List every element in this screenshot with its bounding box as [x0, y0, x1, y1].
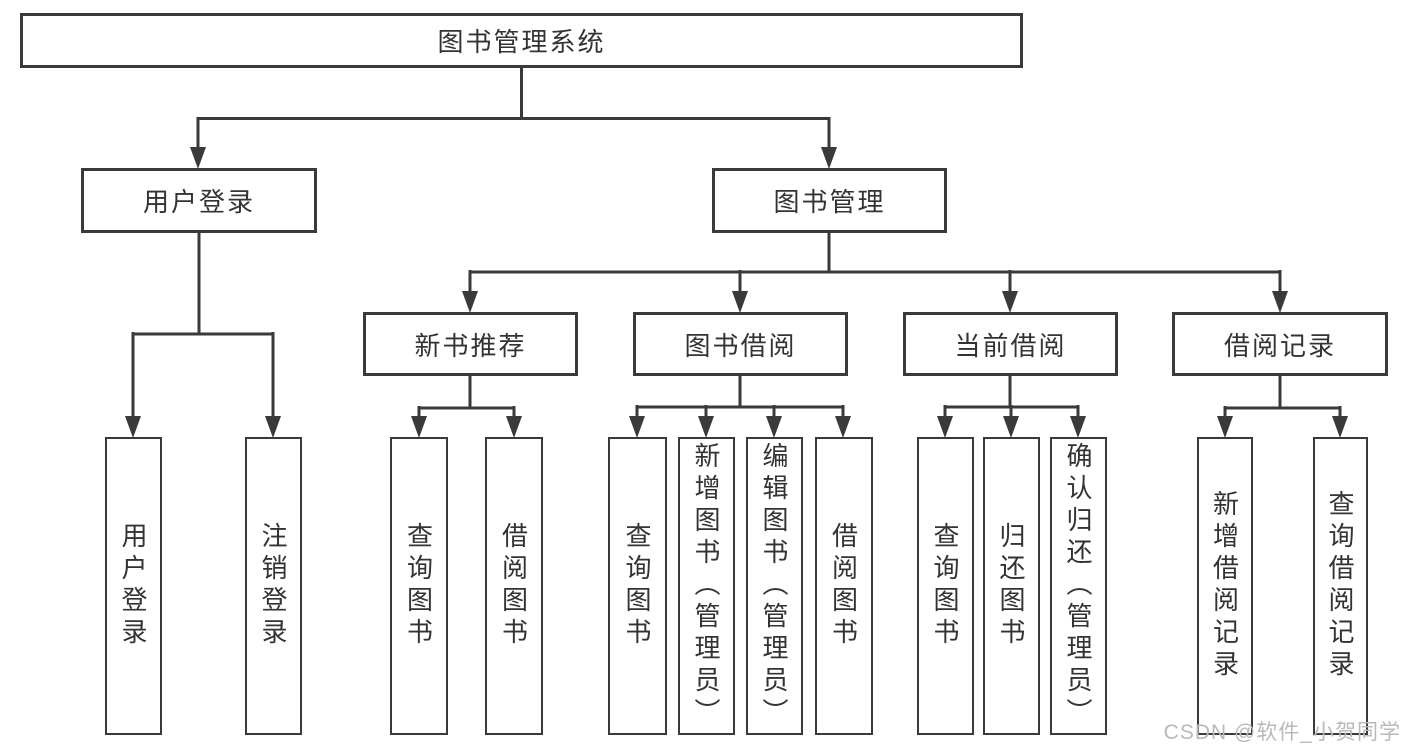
leaf-br-add-record: 新增借阅记录 — [1197, 437, 1253, 735]
node-book-borrow: 图书借阅 — [633, 312, 848, 376]
leaf-user-login-label: 用户登录 — [118, 522, 148, 650]
leaf-bb-query-books-label: 查询图书 — [622, 522, 652, 650]
leaf-cb-query-books-label: 查询图书 — [930, 522, 960, 650]
leaf-bb-edit-books-admin: 编辑图书（管理员） — [746, 437, 803, 735]
connector-book-mgmt — [468, 233, 1282, 295]
connector-root — [196, 68, 831, 150]
node-root-label: 图书管理系统 — [437, 27, 606, 57]
leaf-nbr-query-books-label: 查询图书 — [403, 522, 434, 650]
node-new-book-rec: 新书推荐 — [363, 312, 578, 376]
watermark-text: CSDN @软件_小贺同学 — [1163, 721, 1401, 744]
leaf-bb-add-books-admin: 新增图书（管理员） — [678, 437, 735, 735]
node-book-borrow-label: 图书借阅 — [684, 330, 797, 361]
node-user-login: 用户登录 — [81, 168, 317, 233]
arrowheads — [125, 147, 1348, 438]
node-borrow-records-label: 借阅记录 — [1223, 330, 1336, 361]
leaf-br-query-record-label: 查询借阅记录 — [1325, 490, 1355, 682]
leaf-logout: 注销登录 — [245, 437, 302, 735]
leaf-nbr-borrow-books: 借阅图书 — [485, 437, 543, 735]
leaf-user-login: 用户登录 — [105, 437, 162, 735]
leaf-cb-confirm-return-admin: 确认归还（管理员） — [1050, 437, 1107, 735]
connector-book-borrow — [635, 375, 845, 420]
leaf-cb-confirm-return-admin-label: 确认归还（管理员） — [1063, 442, 1093, 730]
leaf-bb-query-books: 查询图书 — [608, 437, 667, 735]
connector-borrow-records — [1223, 375, 1342, 420]
leaf-br-query-record: 查询借阅记录 — [1313, 437, 1368, 735]
leaf-bb-add-books-admin-label: 新增图书（管理员） — [691, 442, 721, 730]
connector-user-login — [131, 232, 275, 420]
leaf-logout-label: 注销登录 — [258, 522, 288, 650]
leaf-cb-return-books: 归还图书 — [983, 437, 1040, 735]
leaf-br-add-record-label: 新增借阅记录 — [1209, 490, 1240, 682]
leaf-cb-return-books-label: 归还图书 — [996, 522, 1026, 650]
connector-current-borrow — [943, 375, 1080, 420]
node-current-borrow-label: 当前借阅 — [954, 330, 1067, 361]
node-new-book-rec-label: 新书推荐 — [414, 330, 527, 361]
leaf-bb-edit-books-admin-label: 编辑图书（管理员） — [759, 442, 789, 730]
leaf-bb-borrow-books-label: 借阅图书 — [828, 522, 859, 650]
node-borrow-records: 借阅记录 — [1172, 312, 1388, 376]
node-book-mgmt-label: 图书管理 — [773, 187, 886, 217]
connector-new-book-rec — [417, 375, 516, 420]
node-current-borrow: 当前借阅 — [903, 312, 1118, 376]
leaf-nbr-borrow-books-label: 借阅图书 — [498, 522, 529, 650]
leaf-nbr-query-books: 查询图书 — [390, 437, 448, 735]
leaf-bb-borrow-books: 借阅图书 — [815, 437, 873, 735]
node-user-login-label: 用户登录 — [142, 187, 255, 217]
leaf-cb-query-books: 查询图书 — [917, 437, 974, 735]
node-book-mgmt: 图书管理 — [712, 168, 947, 233]
node-root: 图书管理系统 — [20, 13, 1023, 68]
